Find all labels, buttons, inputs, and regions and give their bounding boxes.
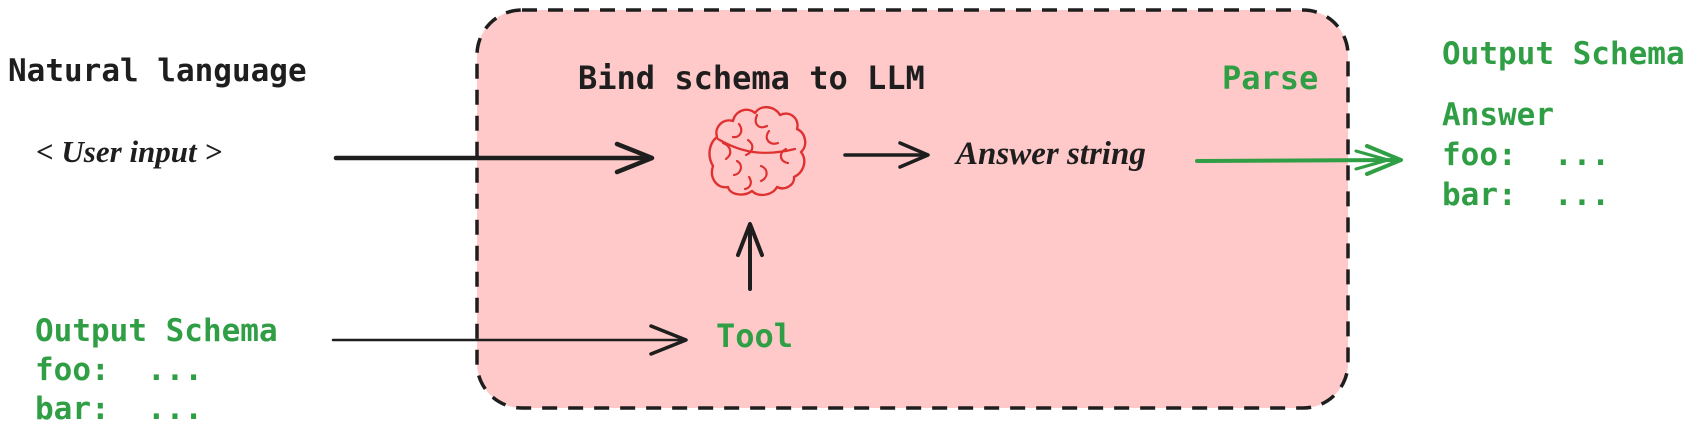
- bind-schema-title: Bind schema to LLM: [578, 59, 925, 97]
- input-foo-line: foo: ...: [35, 352, 203, 388]
- result-block: Answer foo: ... bar: ...: [1442, 95, 1610, 215]
- result-foo-line: foo: ...: [1442, 137, 1610, 173]
- input-output-schema-block: Output Schema foo: ... bar: ...: [35, 312, 278, 429]
- user-input-arrow: [333, 141, 655, 175]
- brain-icon: [708, 106, 807, 197]
- result-output-schema-title: Output Schema: [1442, 36, 1685, 72]
- parse-label: Parse: [1222, 59, 1319, 97]
- input-bar-line: bar: ...: [35, 391, 203, 427]
- user-input-label: < User input >: [36, 134, 223, 169]
- brain-to-answer-arrow: [843, 141, 930, 169]
- input-output-schema-title: Output Schema: [35, 313, 278, 349]
- answer-string-label: Answer string: [956, 136, 1146, 172]
- result-bar-line: bar: ...: [1442, 177, 1610, 213]
- tool-up-arrow: [736, 222, 764, 291]
- schema-to-tool-arrow: [331, 324, 688, 356]
- tool-label: Tool: [716, 317, 794, 355]
- result-answer-label: Answer: [1442, 97, 1554, 133]
- bind-schema-box: [475, 8, 1350, 410]
- parse-output-arrow: [1195, 144, 1403, 176]
- natural-language-label: Natural language: [8, 53, 307, 89]
